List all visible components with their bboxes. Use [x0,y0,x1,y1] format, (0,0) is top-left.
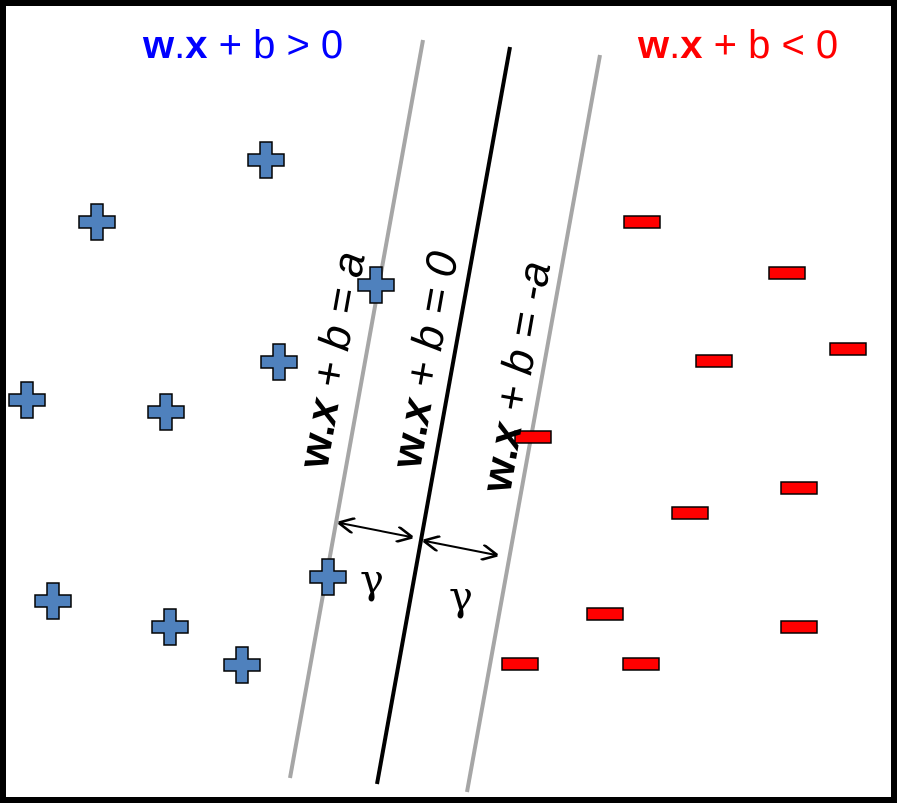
negative-point-minus [586,607,624,621]
positive-points [8,141,395,684]
decision-boundary-line [375,46,512,785]
positive-point-plus [147,393,185,431]
negative-points [501,215,867,671]
positive-point-plus [78,203,116,241]
right-margin-gamma: γ [449,574,473,620]
positive-point-plus [260,343,298,381]
positive-point-plus [247,141,285,179]
left-margin-gamma: γ [360,557,384,603]
lower-margin-line [465,54,602,793]
positive-point-plus [309,558,347,596]
negative-region-label: w.x + b < 0 [637,23,838,67]
negative-point-minus [622,657,660,671]
positive-point-plus [151,608,189,646]
positive-point-plus [34,582,72,620]
positive-region-label: w.x + b > 0 [142,23,343,67]
negative-point-minus [829,342,867,356]
svm-margin-diagram: w.x + b > 0 w.x + b < 0 w.x + b = a w.x … [8,23,867,793]
negative-point-minus [768,266,806,280]
right-margin-arrow [425,541,496,555]
negative-point-minus [514,430,552,444]
negative-point-minus [501,657,539,671]
lower-margin-equation: w.x + b = -a [471,258,560,497]
figure-panel: w.x + b > 0 w.x + b < 0 w.x + b = a w.x … [6,6,891,797]
positive-point-plus [223,646,261,684]
negative-point-minus [780,620,818,634]
negative-point-minus [623,215,661,229]
upper-margin-equation: w.x + b = a [288,248,374,473]
negative-point-minus [780,481,818,495]
negative-point-minus [695,354,733,368]
upper-margin-line [288,39,425,779]
left-margin-arrow [340,523,411,537]
positive-point-plus [357,266,395,304]
negative-point-minus [671,506,709,520]
positive-point-plus [8,381,46,419]
